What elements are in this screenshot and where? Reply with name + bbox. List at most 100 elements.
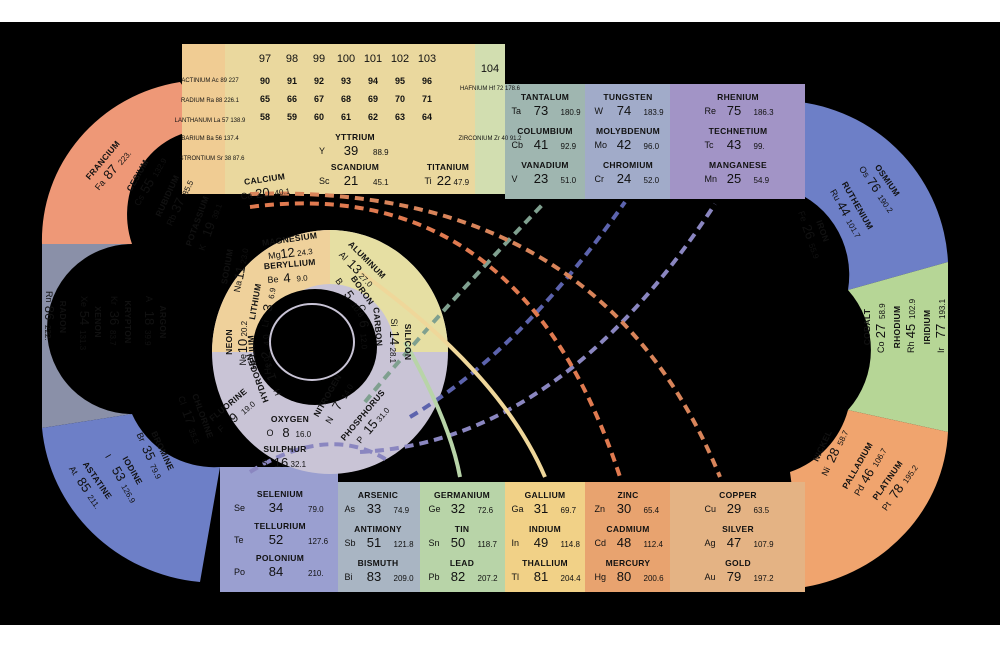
svg-text:IRIDIUM: IRIDIUM	[922, 310, 932, 345]
svg-text:Cl: Cl	[176, 395, 188, 406]
svg-text:Xe: Xe	[79, 296, 89, 307]
svg-text:Re: Re	[705, 106, 717, 116]
svg-text:O: O	[267, 428, 274, 438]
svg-text:Hg: Hg	[595, 572, 607, 582]
svg-text:B: B	[333, 276, 345, 287]
svg-text:Ru: Ru	[828, 187, 842, 202]
svg-text:79.0: 79.0	[308, 505, 324, 514]
svg-text:TELLURIUM: TELLURIUM	[254, 521, 306, 531]
svg-text:Ni: Ni	[819, 465, 832, 477]
svg-text:54.9: 54.9	[754, 176, 770, 185]
header-number: 97	[259, 53, 271, 65]
svg-text:222.: 222.	[43, 325, 52, 341]
svg-text:39.9: 39.9	[143, 330, 152, 346]
svg-text:47.9: 47.9	[454, 178, 470, 187]
svg-text:48: 48	[617, 535, 631, 550]
rare-earth-number: 61	[341, 112, 351, 122]
svg-text:82: 82	[451, 569, 465, 584]
svg-text:36: 36	[107, 311, 122, 325]
element-hafnium: HAFNIUM Hf 72 178.6	[460, 86, 521, 92]
svg-text:35.5: 35.5	[187, 427, 201, 445]
svg-text:CHROMIUM: CHROMIUM	[603, 160, 653, 170]
svg-text:C: C	[357, 304, 368, 312]
svg-text:32.1: 32.1	[291, 460, 307, 469]
svg-text:Ti: Ti	[425, 176, 432, 186]
rare-earth-number: 94	[368, 76, 378, 86]
svg-text:207.2: 207.2	[478, 574, 499, 583]
svg-text:F: F	[216, 423, 227, 435]
svg-text:ANTIMONY: ANTIMONY	[354, 524, 402, 534]
svg-text:54: 54	[77, 311, 92, 325]
svg-text:Na: Na	[232, 280, 244, 293]
svg-text:1: 1	[263, 371, 280, 383]
svg-text:Tl: Tl	[512, 572, 520, 582]
svg-text:Ga: Ga	[512, 504, 524, 514]
svg-text:24: 24	[617, 171, 631, 186]
svg-text:50: 50	[451, 535, 465, 550]
svg-text:SULPHUR: SULPHUR	[263, 444, 306, 454]
svg-text:Rn: Rn	[44, 291, 54, 303]
svg-text:58.9: 58.9	[878, 303, 887, 319]
svg-text:20: 20	[254, 185, 270, 202]
svg-text:Cs: Cs	[132, 193, 146, 208]
svg-text:Zn: Zn	[595, 504, 606, 514]
svg-text:4: 4	[283, 270, 292, 286]
svg-text:40.1: 40.1	[274, 187, 291, 198]
svg-text:74.9: 74.9	[394, 506, 410, 515]
svg-text:RHENIUM: RHENIUM	[717, 92, 759, 102]
svg-text:84: 84	[269, 564, 283, 579]
svg-text:GERMANIUM: GERMANIUM	[434, 490, 490, 500]
svg-text:197.2: 197.2	[754, 574, 775, 583]
svg-text:BERYLLIUM: BERYLLIUM	[263, 257, 316, 271]
svg-text:118.7: 118.7	[478, 540, 498, 549]
rare-earth-number: 91	[287, 76, 297, 86]
svg-text:Te: Te	[234, 535, 244, 545]
svg-text:Mn: Mn	[705, 174, 718, 184]
svg-text:Se: Se	[234, 503, 245, 513]
svg-text:Pd: Pd	[852, 483, 866, 498]
svg-text:39.1: 39.1	[210, 202, 224, 220]
left-arc-bands	[41, 82, 220, 582]
svg-text:75: 75	[727, 103, 741, 118]
svg-text:102.9: 102.9	[908, 298, 917, 319]
svg-text:Rh: Rh	[906, 341, 916, 353]
svg-text:Br: Br	[135, 431, 148, 443]
svg-text:ARGON: ARGON	[158, 305, 168, 338]
svg-text:N: N	[323, 415, 335, 426]
svg-text:RADON: RADON	[58, 301, 68, 334]
svg-text:SILVER: SILVER	[722, 524, 754, 534]
svg-text:28.1: 28.1	[388, 348, 397, 364]
svg-text:Si: Si	[389, 319, 399, 327]
svg-text:Mo: Mo	[595, 140, 608, 150]
svg-text:LEAD: LEAD	[450, 558, 474, 568]
svg-text:Sc: Sc	[319, 176, 330, 186]
svg-text:99.: 99.	[754, 142, 765, 151]
element-barium: BARIUM Ba 56 137.4	[181, 136, 239, 142]
svg-text:204.4: 204.4	[561, 574, 582, 583]
svg-text:47: 47	[727, 535, 741, 550]
header-number: 101	[364, 53, 382, 65]
